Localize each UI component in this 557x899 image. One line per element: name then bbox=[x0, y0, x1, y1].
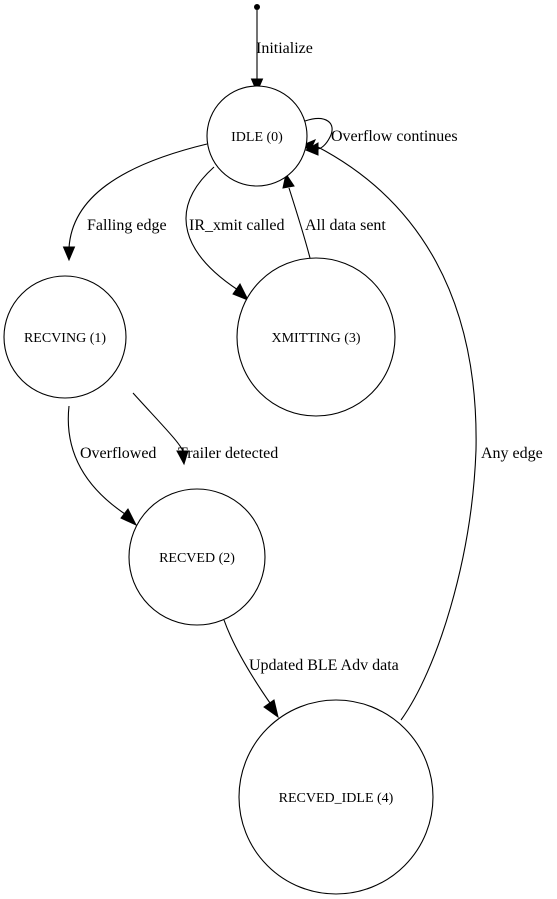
edge-overflowed bbox=[67, 405, 126, 515]
edge-all-data-sent bbox=[288, 187, 311, 259]
node-recved: RECVED (2) bbox=[128, 488, 266, 626]
node-xmitting-label: XMITTING (3) bbox=[271, 331, 360, 346]
arrowhead-trailer-detected bbox=[176, 450, 189, 466]
edge-updated-ble-adv-data bbox=[223, 619, 271, 704]
node-idle-circle bbox=[206, 85, 308, 187]
edge-label-overflow-continues: Overflow continues bbox=[331, 128, 458, 145]
node-idle: IDLE (0) bbox=[206, 85, 308, 187]
edge-falling-edge bbox=[68, 143, 208, 249]
arrowhead-overflowed bbox=[120, 508, 138, 527]
edge-ir-xmit-called bbox=[185, 166, 239, 291]
node-recving: RECVING (1) bbox=[3, 275, 127, 399]
edge-label-updated-ble-adv-data: Updated BLE Adv data bbox=[249, 657, 399, 674]
node-idle-label: IDLE (0) bbox=[231, 130, 283, 145]
edge-any-edge bbox=[315, 145, 477, 721]
arrowhead-updated-ble-adv-data bbox=[263, 699, 279, 719]
arrowhead-ir-xmit-called bbox=[232, 283, 250, 301]
node-recving-circle bbox=[3, 275, 127, 399]
start-point bbox=[254, 4, 260, 10]
node-recved-circle bbox=[128, 488, 266, 626]
node-recved-idle: RECVED_IDLE (4) bbox=[238, 699, 434, 895]
node-recved-idle-circle bbox=[238, 699, 434, 895]
edge-label-initialize: Initialize bbox=[256, 40, 313, 57]
edge-label-ir-xmit-called: IR_xmit called bbox=[189, 217, 285, 234]
node-recved-idle-label: RECVED_IDLE (4) bbox=[279, 791, 394, 806]
edge-label-any-edge: Any edge bbox=[481, 445, 543, 462]
edge-trailer-detected bbox=[132, 392, 184, 453]
node-xmitting: XMITTING (3) bbox=[236, 257, 396, 417]
edge-label-trailer-detected: Trailer detected bbox=[178, 445, 278, 462]
arrowhead-falling-edge bbox=[62, 246, 76, 262]
edge-label-all-data-sent: All data sent bbox=[305, 217, 386, 234]
edge-label-falling-edge: Falling edge bbox=[87, 217, 167, 234]
node-recving-label: RECVING (1) bbox=[24, 331, 106, 346]
node-xmitting-circle bbox=[236, 257, 396, 417]
node-recved-label: RECVED (2) bbox=[159, 551, 235, 566]
arrowhead-any-edge bbox=[302, 139, 316, 152]
edge-label-overflowed: Overflowed bbox=[80, 445, 156, 462]
